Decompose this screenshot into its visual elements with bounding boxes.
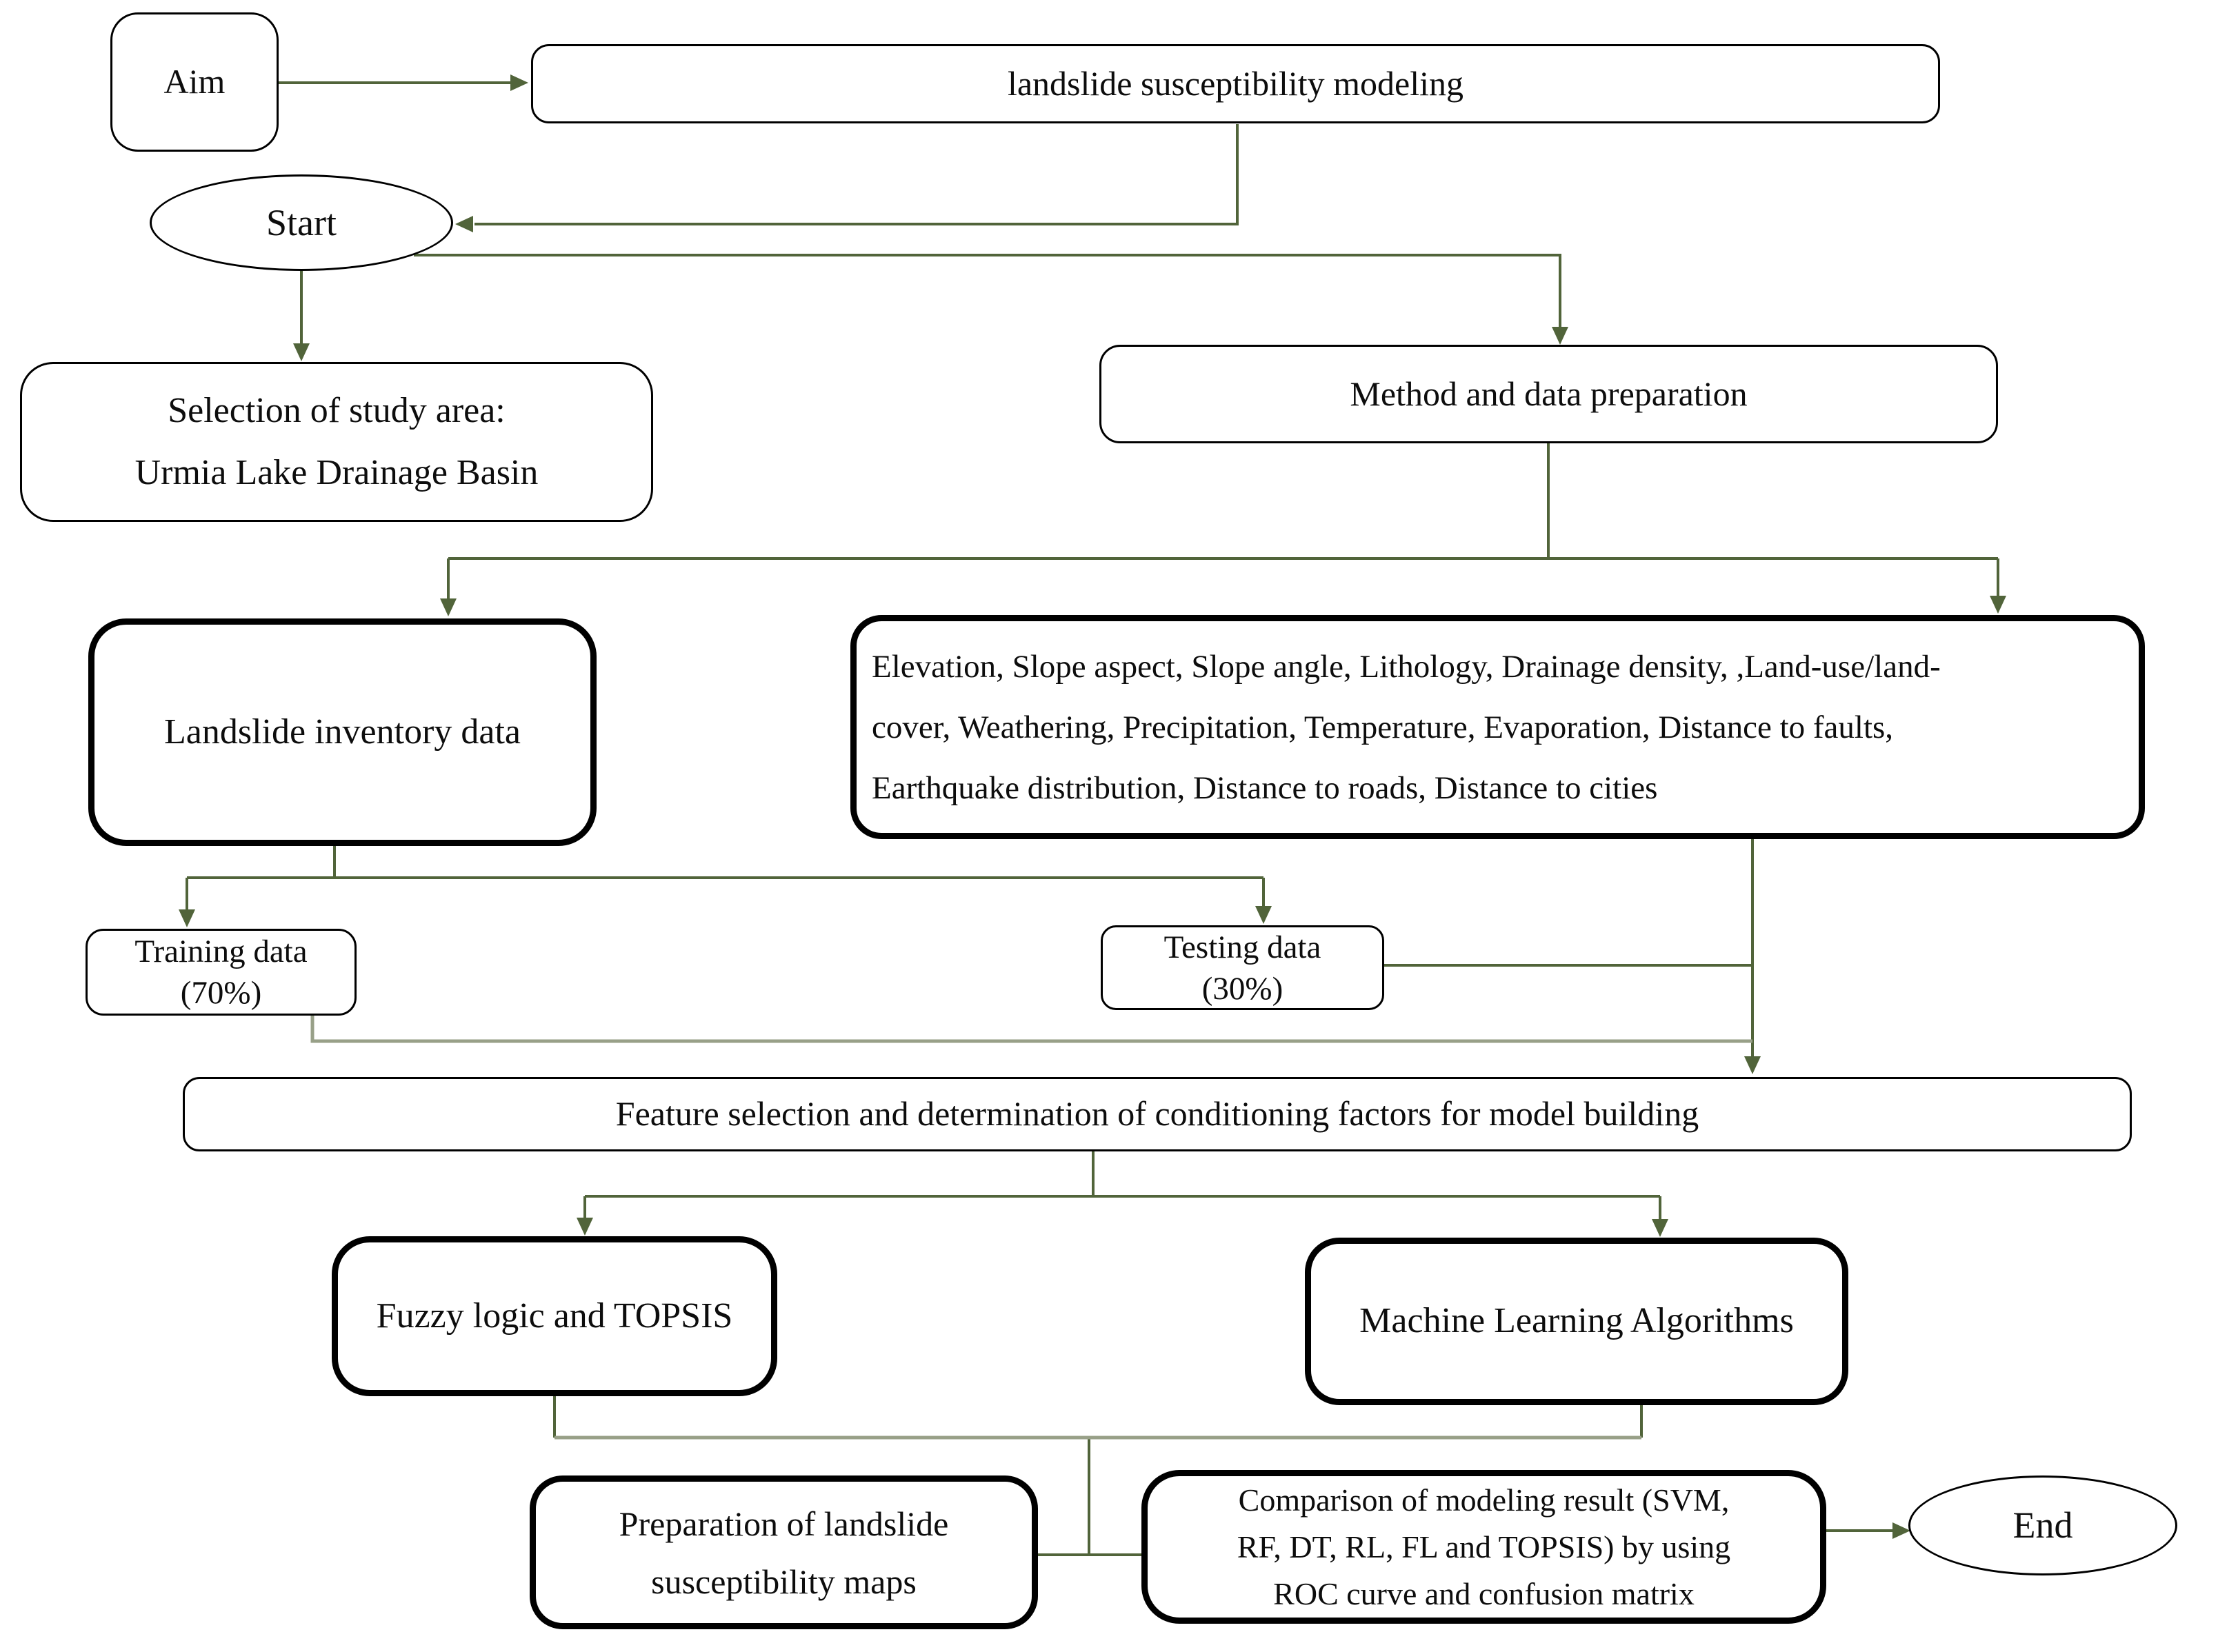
goal-box: landslide susceptibility modeling: [531, 44, 1940, 123]
inventory-box: Landslide inventory data: [88, 618, 597, 846]
arrowhead-into-study: [293, 343, 310, 361]
arrowhead-into-testing: [1255, 906, 1272, 924]
fuzzy-topsis-label: Fuzzy logic and TOPSIS: [376, 1296, 733, 1336]
study-area-line: Selection of study area:: [168, 391, 506, 430]
susceptibility-maps-box: Preparation of landslide susceptibility …: [530, 1475, 1038, 1629]
connector-method-split: [447, 443, 1999, 598]
testing-line: (30%): [1201, 970, 1283, 1007]
training-box: Training data (70%): [86, 929, 357, 1016]
connector-goal-to-start: [474, 124, 1239, 225]
study-area-line: Urmia Lake Drainage Basin: [134, 453, 539, 492]
end-ellipse: End: [1908, 1475, 2177, 1575]
arrowhead-into-end: [1892, 1522, 1910, 1539]
arrowhead-into-fuzzy: [577, 1218, 593, 1236]
arrowhead-into-training: [179, 909, 195, 927]
training-line: Training data: [134, 934, 308, 969]
arrowhead-into-feature: [1744, 1056, 1761, 1074]
comparison-line: Comparison of modeling result (SVM,: [1238, 1482, 1730, 1518]
connector-feature-split: [583, 1151, 1661, 1219]
arrowhead-into-ml: [1652, 1219, 1668, 1237]
arrowhead-into-start: [455, 216, 473, 232]
start-ellipse: Start: [150, 174, 453, 271]
testing-line: Testing data: [1163, 929, 1321, 965]
maps-line: Preparation of landslide: [619, 1504, 949, 1543]
aim-box: Aim: [110, 12, 279, 152]
training-line: (70%): [180, 975, 262, 1011]
factors-line: cover, Weathering, Precipitation, Temper…: [872, 709, 1894, 745]
connector-inventory-split: [186, 846, 1265, 909]
factors-box: Elevation, Slope aspect, Slope angle, Li…: [850, 615, 2145, 839]
study-area-box: Selection of study area: Urmia Lake Drai…: [20, 362, 653, 522]
arrowhead-into-factors: [1990, 596, 2006, 614]
comparison-line: RF, DT, RL, FL and TOPSIS) by using: [1237, 1529, 1731, 1564]
end-label: End: [2012, 1504, 2073, 1547]
comparison-box: Comparison of modeling result (SVM, RF, …: [1141, 1470, 1826, 1624]
goal-label: landslide susceptibility modeling: [1007, 63, 1464, 103]
testing-box: Testing data (30%): [1101, 925, 1384, 1010]
start-label: Start: [266, 201, 337, 243]
method-box: Method and data preparation: [1099, 345, 1998, 443]
feature-selection-label: Feature selection and determination of c…: [615, 1094, 1699, 1134]
arrowhead-into-goal: [510, 74, 528, 91]
fuzzy-topsis-box: Fuzzy logic and TOPSIS: [332, 1236, 777, 1396]
feature-selection-box: Feature selection and determination of c…: [183, 1077, 2132, 1151]
connector-training-merge: [310, 1016, 1752, 1043]
aim-label: Aim: [163, 62, 226, 101]
factors-line: Earthquake distribution, Distance to roa…: [872, 769, 1658, 806]
factors-line: Elevation, Slope aspect, Slope angle, Li…: [872, 648, 1941, 685]
connector-results-join: [553, 1396, 1643, 1556]
arrowhead-into-method: [1552, 327, 1568, 345]
arrowhead-into-inventory: [440, 598, 457, 616]
maps-line: susceptibility maps: [651, 1562, 917, 1601]
comparison-line: ROC curve and confusion matrix: [1273, 1575, 1695, 1611]
method-label: Method and data preparation: [1350, 374, 1748, 413]
inventory-label: Landslide inventory data: [164, 712, 521, 752]
machine-learning-label: Machine Learning Algorithms: [1359, 1301, 1794, 1341]
machine-learning-box: Machine Learning Algorithms: [1305, 1238, 1848, 1405]
connector-start-to-method: [414, 254, 1561, 327]
